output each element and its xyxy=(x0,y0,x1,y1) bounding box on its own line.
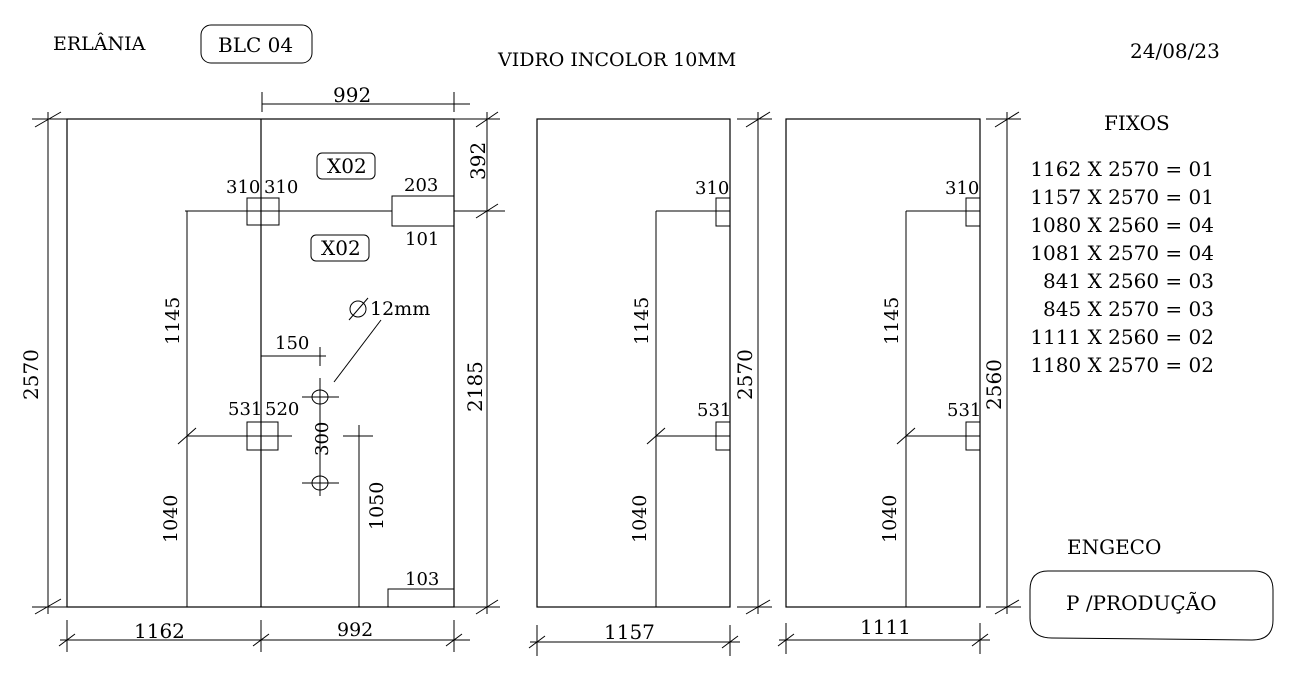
company-name: ENGECO xyxy=(1067,535,1161,559)
panel-3-width: 1111 xyxy=(860,615,911,639)
diameter-icon xyxy=(349,300,367,318)
panel-1-notch-bottom: 103 xyxy=(405,569,439,590)
panel-1-handle-block xyxy=(391,195,455,227)
fixos-item: 1162 X 2570 = 01 xyxy=(1030,157,1214,181)
panel-1-hinge-top-right: 310 xyxy=(264,177,298,198)
panel-1-height: 2570 xyxy=(19,349,43,400)
panel-1-hole-height: 1050 xyxy=(366,482,388,530)
sheet-date: 24/08/23 xyxy=(1130,39,1220,63)
panel-2-top-hinge xyxy=(715,197,731,227)
panel-2-outline xyxy=(536,118,731,608)
panel-2-width: 1157 xyxy=(604,620,655,644)
panel-1-hinge-mid-left: 531 xyxy=(228,399,262,420)
panel-3-hinge-top: 310 xyxy=(945,178,979,199)
panel-1-handle-top: 203 xyxy=(404,175,438,196)
panel-1-handle-bottom: 101 xyxy=(405,229,439,250)
panel-1-bottom-notch xyxy=(387,588,455,608)
panel-1-hinge-top-left: 310 xyxy=(226,177,260,198)
panel-1-bottom-width-right: 992 xyxy=(337,619,373,641)
panel-3: 310 531 1145 1040 2560 1111 xyxy=(777,111,1021,654)
panel-1-right-height: 2185 xyxy=(463,361,487,412)
panel-3-height: 2560 xyxy=(982,359,1006,410)
panel-1-mid-hinge xyxy=(246,421,279,451)
panel-3-upper-height: 1145 xyxy=(881,297,903,345)
panel-1: 992 2570 1162 992 392 2185 X02 X02 xyxy=(19,83,505,652)
status-badge xyxy=(1029,570,1274,641)
panel-1-top-width: 992 xyxy=(333,83,371,107)
panel-2-upper-height: 1145 xyxy=(631,297,653,345)
fixos-title: FIXOS xyxy=(1104,111,1170,135)
panel-1-bottom-width-left: 1162 xyxy=(134,619,185,643)
panel-1-tag-b-box xyxy=(310,234,370,262)
panel-2-height: 2570 xyxy=(733,349,757,400)
panel-1-hole-spacing: 300 xyxy=(312,422,333,456)
panel-2-hinge-top: 310 xyxy=(695,178,729,199)
fixos-item: 1111 X 2560 = 02 xyxy=(1030,325,1214,349)
panel-3-hinge-mid: 531 xyxy=(947,400,981,421)
panel-2-hinge-mid: 531 xyxy=(697,400,731,421)
fixos-item: 1080 X 2560 = 04 xyxy=(1030,213,1214,237)
fixos-item: 1180 X 2570 = 02 xyxy=(1030,353,1214,377)
panel-1-upper-height: 1145 xyxy=(162,297,184,345)
panel-3-top-hinge xyxy=(965,197,981,227)
block-label: BLC 04 xyxy=(218,33,293,57)
panel-1-hole-offset: 150 xyxy=(275,333,309,354)
panel-3-lower-height: 1040 xyxy=(879,495,901,543)
panel-1-hole-label: 12mm xyxy=(370,298,430,320)
panel-1-lower-height: 1040 xyxy=(160,495,182,543)
panel-1-tag-a: X02 xyxy=(327,154,367,178)
panel-1-top-hinge xyxy=(246,197,280,226)
panel-2: 310 531 1145 1040 2570 1157 xyxy=(528,111,772,656)
panel-2-lower-height: 1040 xyxy=(629,495,651,543)
panel-1-hinge-mid-right: 520 xyxy=(265,399,299,420)
fixos-list: 1162 X 2570 = 01 1157 X 2570 = 01 1080 X… xyxy=(1030,157,1214,377)
fixos-item: 841 X 2560 = 03 xyxy=(1043,269,1214,293)
client-name: ERLÂNIA xyxy=(53,32,146,55)
panel-2-mid-hinge xyxy=(715,421,731,451)
panel-3-mid-hinge xyxy=(965,421,981,451)
block-badge xyxy=(200,24,313,64)
fixos-item: 845 X 2570 = 03 xyxy=(1043,297,1214,321)
fixos-item: 1157 X 2570 = 01 xyxy=(1030,185,1214,209)
panel-1-tag-b: X02 xyxy=(321,236,361,260)
panel-1-top-offset: 392 xyxy=(466,142,490,180)
fixos-item: 1081 X 2570 = 04 xyxy=(1030,241,1214,265)
panel-3-outline xyxy=(785,118,981,608)
status-label: P /PRODUÇÃO xyxy=(1066,591,1217,615)
sheet-title: VIDRO INCOLOR 10MM xyxy=(497,49,736,71)
panel-1-tag-a-box xyxy=(316,152,376,180)
